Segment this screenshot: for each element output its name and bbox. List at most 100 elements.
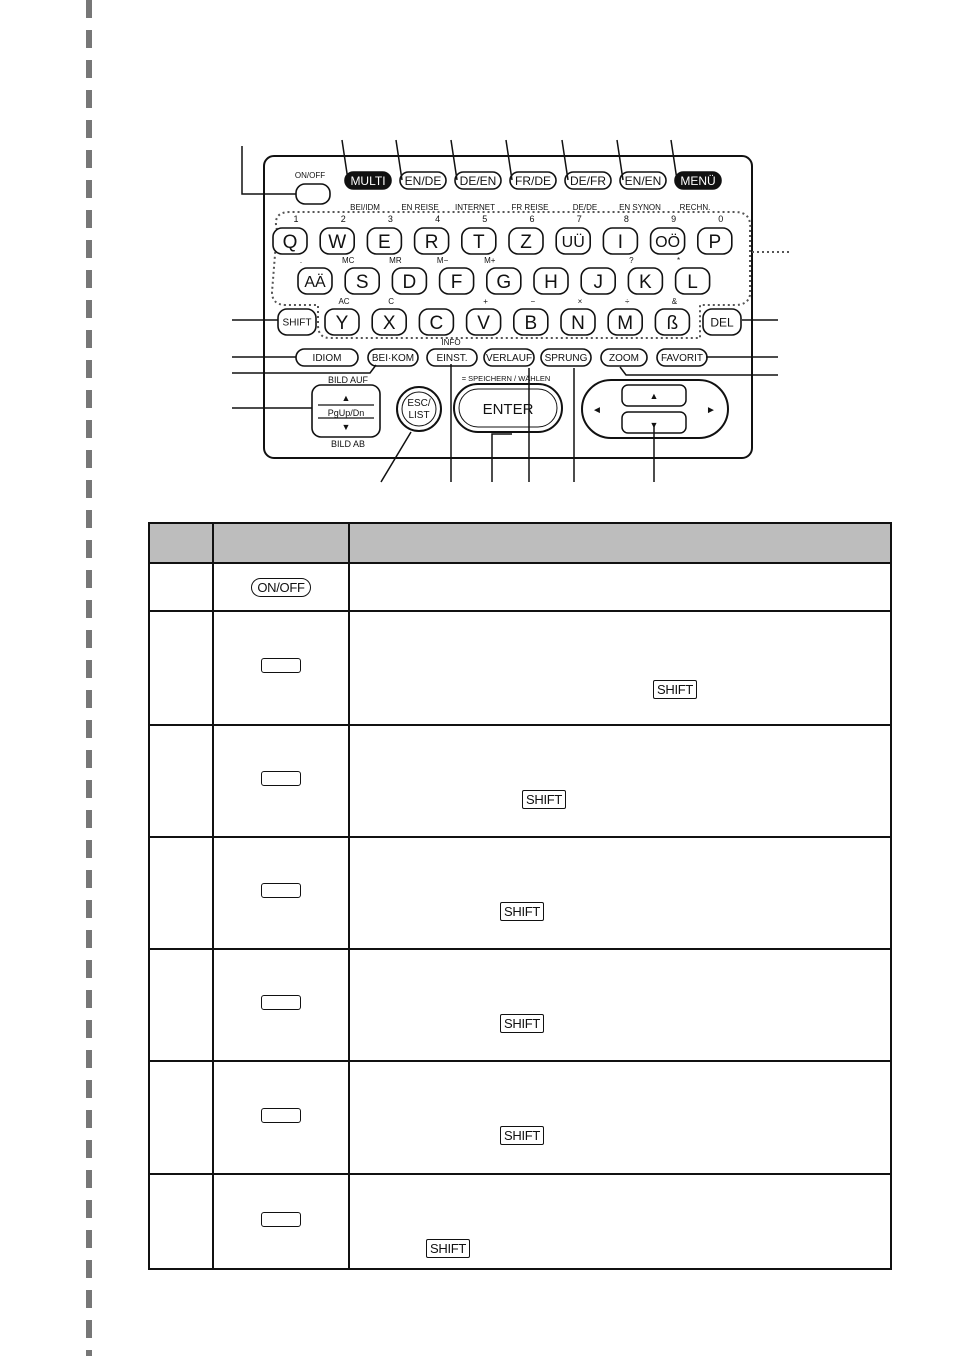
function-key-6[interactable] — [619, 171, 667, 190]
function-key-1[interactable] — [344, 171, 392, 190]
shift-key-icon: SHIFT — [653, 680, 698, 699]
function-key-sublabel: EN SYNON — [619, 203, 661, 212]
number-label: 9 — [671, 214, 676, 224]
function-key-2[interactable] — [399, 171, 447, 190]
del-key[interactable] — [702, 308, 742, 336]
letter-key-I-label: I — [618, 232, 623, 253]
number-label: 2 — [341, 214, 346, 224]
right-arrow-icon: ► — [706, 405, 716, 416]
letter-key-D-label: D — [403, 272, 417, 293]
letter-key-J[interactable] — [580, 267, 617, 295]
letter-key-D[interactable] — [391, 267, 428, 295]
letter-key-V-label: V — [477, 313, 490, 334]
shift-key-icon: SHIFT — [426, 1239, 471, 1258]
key-sprung-label: SPRUNG — [545, 353, 588, 364]
letter-key-B[interactable] — [512, 308, 549, 336]
letter-key-R[interactable] — [413, 227, 450, 255]
table-row: ON/OFF — [148, 562, 892, 612]
letter-key-G[interactable] — [485, 267, 522, 295]
function-key-sublabel: RECHN. — [680, 203, 711, 212]
shift-key-icon: SHIFT — [500, 1014, 545, 1033]
letter-key-R-label: R — [425, 232, 439, 253]
table-row: SHIFT — [148, 836, 892, 950]
shift-key[interactable] — [277, 308, 317, 336]
letter-key-C[interactable] — [418, 308, 455, 336]
del-key-label: DEL — [710, 315, 734, 329]
function-key-2-label: EN/DE — [405, 174, 442, 188]
letter-key-UÜ-label: UÜ — [562, 233, 585, 251]
onoff-button[interactable] — [295, 183, 331, 205]
key-icon — [261, 995, 301, 1010]
key-zoom[interactable] — [600, 348, 648, 367]
letter-key-X[interactable] — [371, 308, 408, 336]
list-label: LIST — [408, 410, 429, 421]
key-icon — [261, 1211, 301, 1227]
cut-line — [86, 0, 92, 1356]
up-key[interactable] — [621, 384, 687, 407]
shift-key-icon: SHIFT — [500, 902, 545, 921]
table-row: SHIFT — [148, 948, 892, 1062]
key-beikom-label: BEI·KOM — [372, 353, 414, 364]
function-key-4[interactable] — [509, 171, 557, 190]
letter-key-P[interactable] — [696, 227, 733, 255]
key-einst-label: EINST. — [436, 353, 467, 364]
key-verlauf[interactable] — [483, 348, 535, 367]
letter-key-I[interactable] — [602, 227, 639, 255]
function-key-3[interactable] — [454, 171, 502, 190]
number-label: 1 — [293, 214, 298, 224]
key-einst[interactable] — [426, 348, 478, 367]
pgdn-arrow-icon: ▼ — [342, 422, 351, 432]
table-row: SHIFT — [148, 1173, 892, 1270]
row-number — [148, 1173, 214, 1270]
enter-key[interactable] — [453, 383, 563, 433]
letter-key-Q[interactable] — [272, 227, 308, 255]
letter-key-N[interactable] — [560, 308, 596, 336]
letter-key-L[interactable] — [674, 267, 711, 295]
letter-key-OÖ[interactable] — [649, 227, 686, 255]
symbol-label: * — [677, 256, 680, 265]
letter-key-V[interactable] — [465, 308, 502, 336]
table-row: SHIFT — [148, 610, 892, 726]
key-icon — [261, 658, 301, 673]
table-header-row — [148, 522, 892, 564]
left-arrow-icon: ◄ — [592, 405, 602, 416]
function-key-sublabel: FR REISE — [512, 203, 549, 212]
key-sprung[interactable] — [540, 348, 592, 367]
letter-keys-outline — [270, 211, 752, 339]
row-number — [148, 836, 214, 950]
info-caption: INFO — [441, 338, 460, 347]
letter-key-X-label: X — [383, 313, 396, 334]
symbol-label: × — [578, 297, 583, 306]
letter-key-W[interactable] — [319, 227, 356, 255]
letter-key-ß[interactable] — [654, 308, 691, 336]
letter-key-K[interactable] — [627, 267, 664, 295]
key-beikom[interactable] — [367, 348, 419, 367]
row-number — [148, 562, 214, 612]
pgup-arrow-icon: ▲ — [342, 393, 351, 403]
letter-key-M[interactable] — [607, 308, 644, 336]
row-number — [148, 1060, 214, 1175]
row-number — [148, 610, 214, 726]
letter-key-UÜ[interactable] — [555, 227, 592, 255]
header-description — [348, 522, 892, 564]
letter-key-H[interactable] — [533, 267, 569, 295]
letter-key-S[interactable] — [344, 267, 381, 295]
shift-key-label: SHIFT — [283, 318, 312, 329]
esc-list-key[interactable] — [396, 386, 442, 432]
function-key-7[interactable] — [674, 171, 722, 190]
letter-key-E[interactable] — [366, 227, 403, 255]
number-label: 7 — [577, 214, 582, 224]
symbol-label: C — [388, 297, 394, 306]
function-key-5[interactable] — [564, 171, 612, 190]
cursor-pad[interactable] — [581, 379, 729, 439]
letter-key-AÄ[interactable] — [297, 267, 333, 295]
pgupdn-key[interactable] — [311, 384, 381, 438]
function-key-3-label: DE/EN — [460, 174, 497, 188]
letter-key-Y[interactable] — [324, 308, 360, 336]
letter-key-F[interactable] — [438, 267, 475, 295]
esc-label: ESC/ — [407, 398, 431, 409]
letter-key-Z[interactable] — [508, 227, 544, 255]
header-key — [212, 522, 350, 564]
letter-key-T[interactable] — [460, 227, 497, 255]
